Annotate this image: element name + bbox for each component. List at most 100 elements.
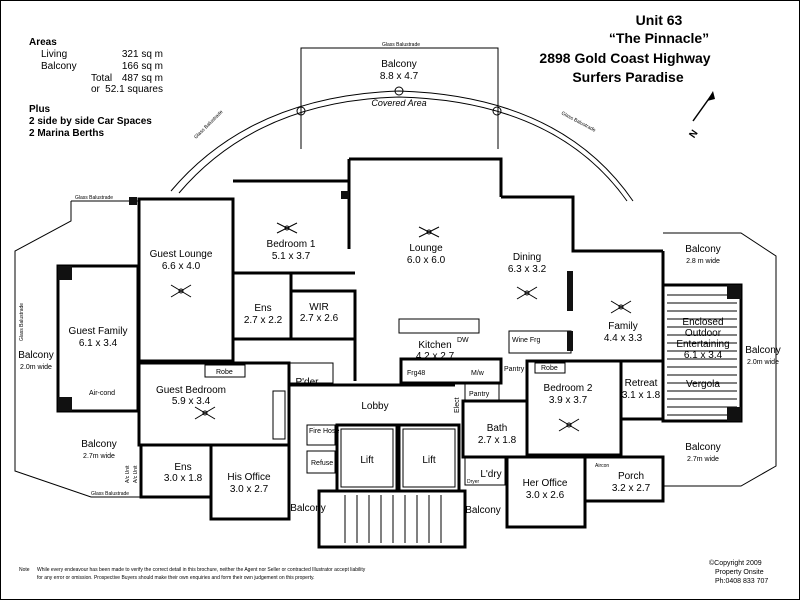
- glass-balustrade-bottom: Glass Balustrade: [91, 491, 129, 497]
- balcony-small-right: Balcony: [465, 505, 501, 516]
- company-line: Property Onsite: [715, 569, 764, 576]
- lounge-dim: 6.0 x 6.0: [407, 255, 446, 266]
- ceiling-fan-icon: [170, 222, 632, 432]
- or-label: or: [91, 84, 101, 95]
- vergola-label: Vergola: [686, 379, 720, 390]
- dining-dim: 6.3 x 3.2: [508, 264, 547, 275]
- guest-family-dim: 6.1 x 3.4: [79, 338, 118, 349]
- living-value: 321 sq m: [122, 49, 163, 60]
- unit-title: Unit 63: [636, 12, 683, 28]
- ac-unit-2-label: A/c Unit: [133, 465, 139, 483]
- glass-balustrade-side: Glass Balustrade: [19, 303, 25, 341]
- bath-name: Bath: [487, 423, 508, 434]
- balcony-top-dim: 8.8 x 4.7: [380, 71, 419, 82]
- pantry-right-label: Pantry: [504, 366, 525, 373]
- ens1-dim: 2.7 x 2.2: [244, 315, 283, 326]
- total-value: 487 sq m: [122, 73, 163, 84]
- north-arrow-icon: N: [687, 91, 715, 140]
- kitchen-name: Kitchen: [418, 340, 451, 351]
- balcony-left-dim: 2.0m wide: [20, 364, 52, 371]
- her-office-dim: 3.0 x 2.6: [526, 490, 565, 501]
- kitchen-dim: 4.2 x 2.7: [416, 351, 455, 362]
- glass-balustrade-left: Glass Balustrade: [75, 195, 113, 201]
- her-office-name: Her Office: [523, 478, 568, 489]
- ens1-name: Ens: [254, 303, 271, 314]
- areas-heading: Areas: [29, 37, 57, 48]
- dining-name: Dining: [513, 252, 541, 263]
- living-label: Living: [41, 49, 67, 60]
- balcony-area-label: Balcony: [41, 61, 77, 72]
- balcony-right-bottom-name: Balcony: [685, 442, 721, 453]
- mw-label: M/w: [471, 370, 485, 377]
- wir-dim: 2.7 x 2.6: [300, 313, 339, 324]
- ac-unit-1-label: A/c Unit: [125, 465, 131, 483]
- glass-balustrade-arc-right: Glass Balustrade: [560, 110, 597, 133]
- bedroom1-dim: 5.1 x 3.7: [272, 251, 311, 262]
- walls: [14, 157, 777, 549]
- lift-2-label: Lift: [422, 455, 436, 466]
- balcony-right-bottom-dim: 2.7m wide: [687, 456, 719, 463]
- bedroom1-name: Bedroom 1: [267, 239, 316, 250]
- ens2-name: Ens: [174, 462, 191, 473]
- porch-name: Porch: [618, 471, 644, 482]
- robe-left-label: Robe: [216, 369, 233, 376]
- enclosed-1: Enclosed: [682, 317, 723, 328]
- plus-marina-berths: 2 Marina Berths: [29, 128, 104, 139]
- refuse-label: Refuse: [311, 460, 333, 467]
- svg-text:N: N: [687, 128, 700, 140]
- aircond-label: Air-cond: [89, 390, 115, 397]
- note-label: Note: [19, 567, 30, 573]
- family-name: Family: [608, 321, 637, 332]
- fire-hose-label: Fire Hose: [309, 428, 339, 435]
- balcony-left-bottom-dim: 2.7m wide: [83, 453, 115, 460]
- guest-lounge-dim: 6.6 x 4.0: [162, 261, 201, 272]
- balcony-right-top-name: Balcony: [685, 244, 721, 255]
- squares-value: 52.1 squares: [105, 84, 163, 95]
- bedroom2-name: Bedroom 2: [544, 383, 593, 394]
- lift-1-label: Lift: [360, 455, 374, 466]
- guest-lounge-name: Guest Lounge: [150, 249, 213, 260]
- elect-label: Elect: [454, 397, 461, 413]
- covered-area-label: Covered Area: [371, 98, 426, 108]
- lounge-name: Lounge: [409, 243, 443, 254]
- lobby-label: Lobby: [361, 401, 388, 412]
- phone-line: Ph:0408 833 707: [715, 578, 768, 585]
- glass-balustrade-arc-left: Glass Balustrade: [193, 109, 224, 140]
- note-line-1: While every endeavour has been made to v…: [37, 567, 366, 573]
- total-label: Total: [91, 73, 112, 84]
- his-office-dim: 3.0 x 2.7: [230, 484, 269, 495]
- dryer-label: Dryer: [467, 479, 480, 485]
- glass-balustrade-top: Glass Balustrade: [382, 42, 420, 48]
- guest-family-name: Guest Family: [69, 326, 128, 337]
- suburb-line: Surfers Paradise: [572, 69, 683, 85]
- ens2-dim: 3.0 x 1.8: [164, 473, 203, 484]
- porch-dim: 3.2 x 2.7: [612, 483, 651, 494]
- balcony-right-top-dim: 2.8 m wide: [686, 258, 720, 265]
- balcony-right-mid-dim: 2.0m wide: [747, 359, 779, 366]
- ldry-label: L'dry: [480, 469, 501, 480]
- dw-label: DW: [457, 337, 469, 344]
- robe-right-label: Robe: [541, 365, 558, 372]
- retreat-dim: 3.1 x 1.8: [622, 390, 661, 401]
- enclosed-3: Entertaining: [676, 339, 729, 350]
- plus-car-spaces: 2 side by side Car Spaces: [29, 116, 152, 127]
- balcony-left-bottom-name: Balcony: [81, 439, 117, 450]
- balcony-top-name: Balcony: [381, 59, 417, 70]
- retreat-name: Retreat: [625, 378, 658, 389]
- his-office-name: His Office: [227, 472, 271, 483]
- top-balcony: Balcony 8.8 x 4.7 Covered Area Glass Bal…: [170, 42, 634, 202]
- balcony-left-name: Balcony: [18, 350, 54, 361]
- address-line: 2898 Gold Coast Highway: [539, 50, 710, 66]
- bath-dim: 2.7 x 1.8: [478, 435, 517, 446]
- bedroom2-dim: 3.9 x 3.7: [549, 395, 588, 406]
- note-line-2: for any error or omission. Prospective B…: [37, 575, 315, 581]
- wir-name: WIR: [309, 302, 328, 313]
- frg48-label: Frg48: [407, 370, 425, 377]
- plus-heading: Plus: [29, 104, 51, 115]
- balcony-small-left: Balcony: [290, 503, 326, 514]
- wine-frg-label: Wine Frg: [512, 337, 541, 344]
- guest-bedroom-name: Guest Bedroom: [156, 385, 226, 396]
- pder-label: P'der: [295, 377, 319, 388]
